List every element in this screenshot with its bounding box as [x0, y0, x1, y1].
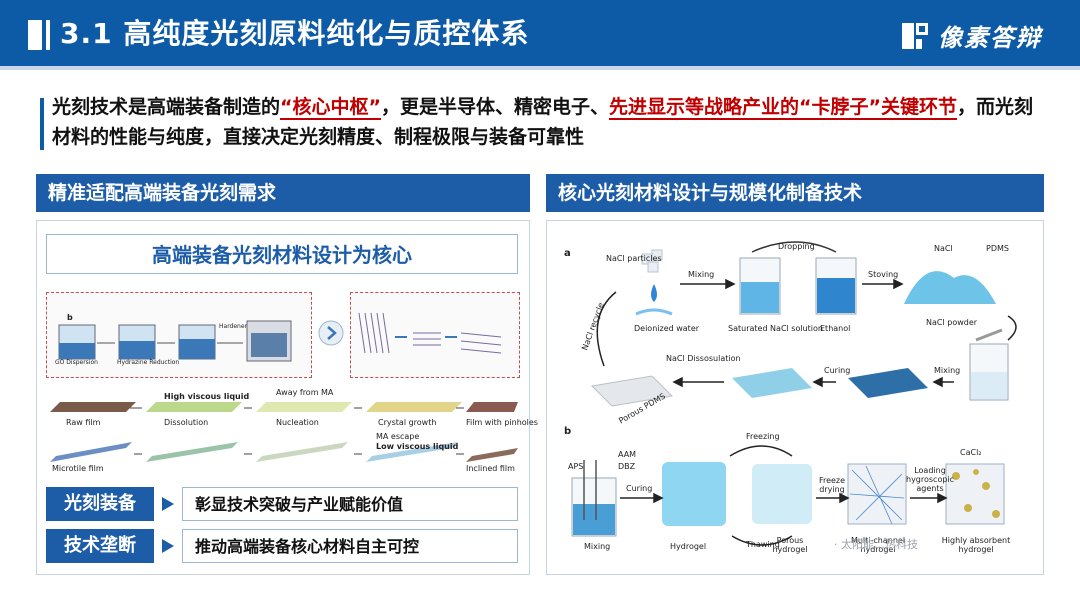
lbl-film-pinholes: Film with pinholes — [466, 418, 538, 427]
tag-lithography-equipment: 光刻装备 — [46, 487, 154, 521]
lbl-dbz: DBZ — [618, 462, 636, 471]
lbl-nucleation: Nucleation — [276, 418, 319, 427]
assembly-figure — [350, 292, 520, 378]
header-bar: 3.1 高纯度光刻原料纯化与质控体系 像素答辩 — [0, 0, 1080, 70]
title-marker-thin — [46, 20, 50, 50]
tag-value-2: 推动高端装备核心材料自主可控 — [182, 529, 518, 563]
lbl-freeze-drying: Freeze drying — [818, 476, 846, 494]
lbl-ethanol: Ethanol — [820, 324, 851, 333]
page-title: 3.1 高纯度光刻原料纯化与质控体系 — [60, 17, 530, 50]
lbl-stoving: Stoving — [868, 270, 899, 279]
lbl-deionized: Deionized water — [634, 324, 700, 333]
lbl-saturated: Saturated NaCl solution — [728, 324, 823, 333]
lbl-go: GO Dispersion — [55, 359, 98, 366]
tag-value-1: 彰显技术突破与产业赋能价值 — [182, 487, 518, 521]
film-growth-figure: Raw film Dissolution Nucleation Crystal … — [46, 384, 538, 476]
lbl-mixing-b: Mixing — [584, 542, 611, 551]
lbl-ma-escape: MA escape — [376, 432, 420, 441]
lbl-nacl-dissolution: NaCl Dissosulation — [666, 354, 741, 363]
lbl-hydrogel: Hydrogel — [670, 542, 707, 551]
intro-part2: ，更是半导体、精密电子、 — [381, 96, 610, 118]
chevron-right-icon — [162, 539, 174, 553]
brand-icon — [902, 22, 928, 49]
fig-left-b: b — [67, 313, 73, 322]
lbl-multichannel: Multi-channel hydrogel — [850, 536, 906, 554]
intro-highlight1: “核心中枢” — [280, 96, 381, 120]
porous-pdms-figure: a NaCl particles Mixing Dropping Stoving… — [556, 236, 1036, 425]
graphene-process-figure: b GO Dispersion Hydrazine Reduction Hard… — [46, 292, 312, 378]
graphene-process-illustration — [58, 320, 292, 362]
lbl-microtile: Microtile film — [52, 464, 104, 473]
lbl-raw-film: Raw film — [66, 418, 101, 427]
lbl-high-viscous: High viscous liquid — [164, 392, 250, 401]
intro-part1: 光刻技术是高端装备制造的 — [52, 96, 281, 118]
lbl-mixing-a: Mixing — [688, 270, 715, 279]
lbl-dissolution: Dissolution — [164, 418, 209, 427]
lbl-nacl-particles: NaCl particles — [606, 254, 662, 263]
lbl-hydrazine: Hydrazine Reduction — [117, 359, 180, 366]
chevron-right-icon — [162, 497, 174, 511]
hydrogel-figure: b APS AAM DBZ Curing Freezing Thawing Fr… — [556, 420, 1036, 570]
lbl-freezing: Freezing — [746, 432, 780, 441]
fig-a-label: a — [564, 248, 571, 259]
lbl-dropping: Dropping — [778, 242, 815, 251]
brand-logo: 像素答辩 — [900, 18, 1042, 53]
left-subtitle: 高端装备光刻材料设计为核心 — [46, 234, 518, 274]
title-marker — [28, 20, 42, 50]
intro-marker — [40, 98, 44, 150]
lbl-highly-absorbent: Highly absorbent hydrogel — [941, 536, 1011, 554]
intro-text: 光刻技术是高端装备制造的“核心中枢”，更是半导体、精密电子、先进显示等战略产业的… — [52, 92, 1042, 152]
right-arrow-circle-icon — [318, 320, 344, 346]
lbl-porous-hydrogel: Porous hydrogel — [772, 536, 808, 554]
fig-b-label: b — [564, 426, 572, 437]
brand-name: 像素答辩 — [938, 24, 1042, 52]
lbl-hardener: Hardener — [219, 323, 248, 330]
film-growth-illustration — [50, 402, 518, 462]
lbl-away-from-ma: Away from MA — [276, 388, 334, 397]
porous-pdms-illustration — [590, 241, 1017, 407]
watermark: · 太阳能…热科技 — [834, 538, 918, 551]
lbl-cacl2: CaCl₂ — [960, 448, 982, 457]
hydrogel-illustration — [571, 445, 1005, 546]
lbl-crystal-growth: Crystal growth — [378, 418, 437, 427]
lbl-nacl-powder: NaCl powder — [926, 318, 978, 327]
intro-part3: ，而光刻材料的性能与纯度，直接决定光刻精度、制程极限与装备可靠性 — [52, 96, 1034, 148]
assembly-illustration — [358, 312, 502, 354]
lbl-aam: AAM — [618, 450, 637, 459]
lbl-loading: Loading hygroscopic agents — [906, 466, 955, 493]
left-section-title: 精准适配高端装备光刻需求 — [36, 174, 530, 212]
lbl-legend-pdms: PDMS — [986, 244, 1009, 253]
lbl-inclined: Inclined film — [466, 464, 515, 473]
lbl-curing-a: Curing — [824, 366, 851, 375]
lbl-thawing: Thawing — [746, 540, 780, 549]
tag-tech-monopoly: 技术垄断 — [46, 529, 154, 563]
lbl-aps: APS — [568, 462, 584, 471]
right-section-title: 核心光刻材料设计与规模化制备技术 — [546, 174, 1044, 212]
lbl-legend-nacl: NaCl — [934, 244, 953, 253]
lbl-mixing2-a: Mixing — [934, 366, 961, 375]
lbl-curing-b: Curing — [626, 484, 653, 493]
intro-highlight2: 先进显示等战略产业的“卡脖子”关键环节 — [609, 96, 957, 120]
lbl-low-viscous: Low viscous liquid — [376, 442, 459, 451]
